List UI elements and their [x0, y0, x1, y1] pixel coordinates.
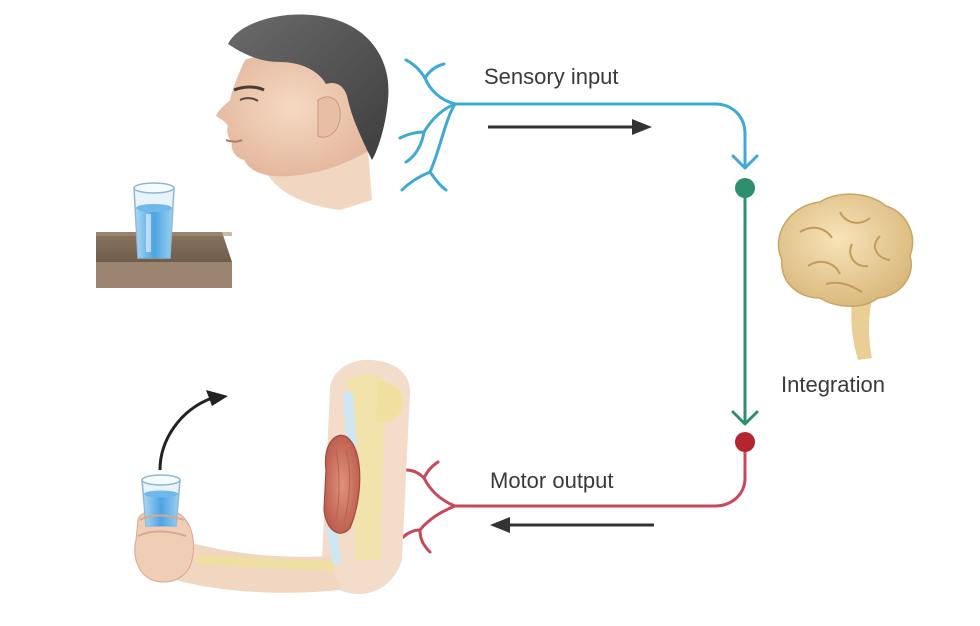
integration-label: Integration	[781, 372, 885, 397]
sensory-nerve	[398, 58, 759, 192]
motor-direction-arrow	[490, 517, 654, 533]
brain-icon	[777, 193, 914, 360]
motor-output-label: Motor output	[490, 468, 614, 493]
human-head-icon	[216, 14, 389, 210]
sensory-input-label: Sensory input	[484, 64, 619, 89]
integration-nerve	[731, 178, 759, 426]
integration-synapse-top	[735, 178, 755, 198]
sensory-direction-arrow	[488, 119, 652, 135]
motor-synapse	[735, 432, 755, 452]
water-glass-on-table-icon	[96, 182, 232, 288]
motor-nerve	[398, 442, 747, 554]
arm-lifting-glass-icon	[134, 359, 410, 595]
